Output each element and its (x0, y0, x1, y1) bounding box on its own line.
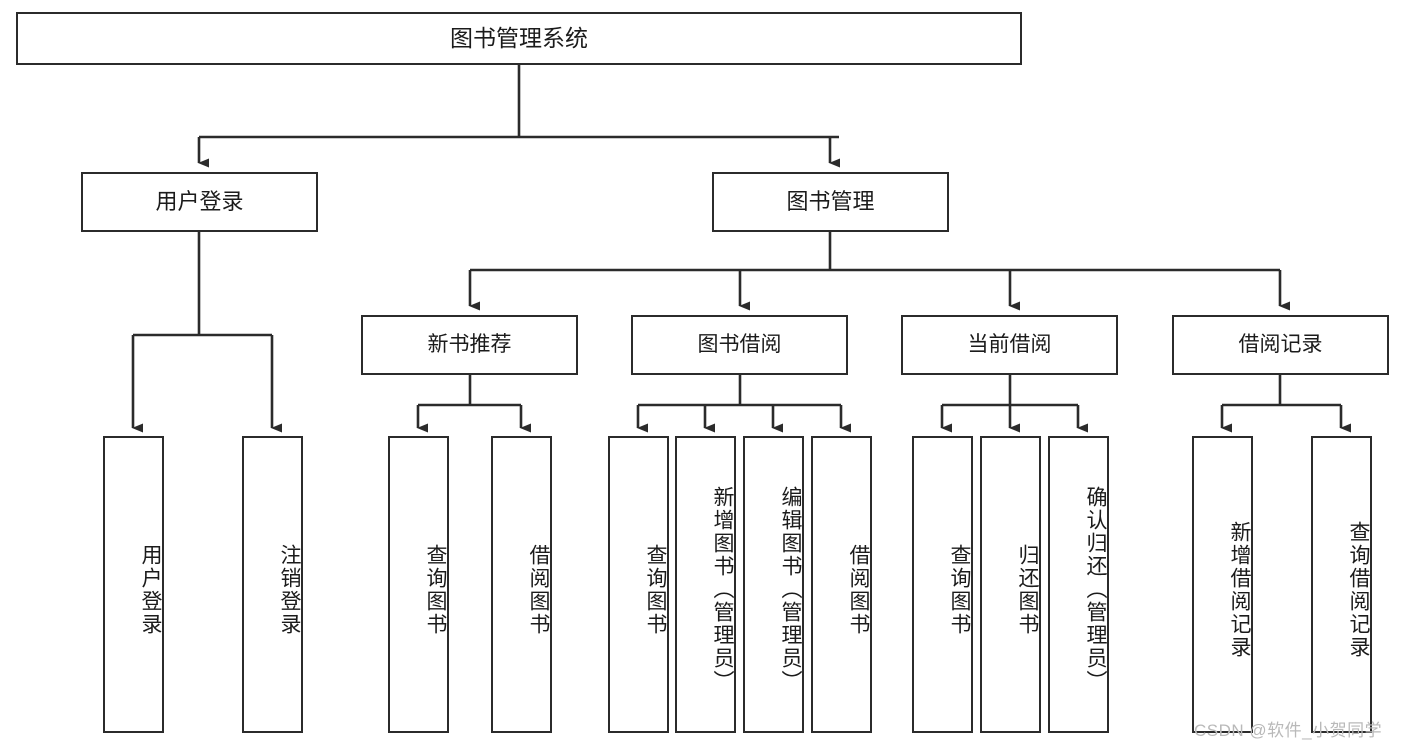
node-borrow-record[interactable]: 借阅记录 (1172, 315, 1389, 375)
node-root-system[interactable]: 图书管理系统 (16, 12, 1022, 65)
node-leaf-book-borrow-1[interactable]: 查询图书 (608, 436, 669, 733)
node-leaf-book-borrow-4[interactable]: 借阅图书 (811, 436, 872, 733)
node-leaf-current-borrow-1-label: 查询图书 (948, 543, 971, 636)
node-leaf-borrow-record-1[interactable]: 新增借阅记录 (1192, 436, 1253, 733)
node-leaf-current-borrow-3-label: 确认归还（管理员） (1084, 486, 1107, 693)
node-leaf-book-borrow-3[interactable]: 编辑图书（管理员） (743, 436, 804, 733)
node-leaf-book-borrow-2-label: 新增图书（管理员） (711, 486, 734, 693)
node-leaf-book-borrow-1-label: 查询图书 (644, 543, 667, 636)
node-user-login[interactable]: 用户登录 (81, 172, 318, 232)
node-new-book-recommend-label: 新书推荐 (427, 332, 512, 356)
node-borrow-record-label: 借阅记录 (1238, 332, 1323, 356)
node-leaf-new-book-2-label: 借阅图书 (527, 543, 550, 636)
csdn-watermark: CSDN @软件_小贺同学 (1194, 721, 1383, 740)
node-leaf-current-borrow-2[interactable]: 归还图书 (980, 436, 1041, 733)
node-leaf-user-login-1-label: 用户登录 (139, 543, 162, 636)
node-leaf-user-login-1[interactable]: 用户登录 (103, 436, 164, 733)
node-leaf-book-borrow-2[interactable]: 新增图书（管理员） (675, 436, 736, 733)
node-book-management[interactable]: 图书管理 (712, 172, 949, 232)
node-leaf-book-borrow-3-label: 编辑图书（管理员） (779, 486, 802, 693)
node-book-borrow-label: 图书借阅 (697, 332, 782, 356)
node-root-system-label: 图书管理系统 (450, 24, 588, 51)
node-leaf-new-book-1[interactable]: 查询图书 (388, 436, 449, 733)
node-leaf-borrow-record-1-label: 新增借阅记录 (1228, 520, 1251, 659)
node-current-borrow-label: 当前借阅 (967, 332, 1052, 356)
node-leaf-current-borrow-2-label: 归还图书 (1016, 543, 1039, 636)
node-leaf-user-login-2-label: 注销登录 (278, 543, 301, 636)
node-user-login-label: 用户登录 (155, 189, 244, 215)
node-leaf-new-book-1-label: 查询图书 (424, 543, 447, 636)
node-leaf-borrow-record-2[interactable]: 查询借阅记录 (1311, 436, 1372, 733)
node-leaf-current-borrow-1[interactable]: 查询图书 (912, 436, 973, 733)
node-leaf-user-login-2[interactable]: 注销登录 (242, 436, 303, 733)
node-leaf-book-borrow-4-label: 借阅图书 (847, 543, 870, 636)
node-book-management-label: 图书管理 (786, 189, 875, 215)
node-book-borrow[interactable]: 图书借阅 (631, 315, 848, 375)
node-current-borrow[interactable]: 当前借阅 (901, 315, 1118, 375)
node-leaf-current-borrow-3[interactable]: 确认归还（管理员） (1048, 436, 1109, 733)
node-leaf-new-book-2[interactable]: 借阅图书 (491, 436, 552, 733)
node-new-book-recommend[interactable]: 新书推荐 (361, 315, 578, 375)
node-leaf-borrow-record-2-label: 查询借阅记录 (1347, 520, 1370, 659)
